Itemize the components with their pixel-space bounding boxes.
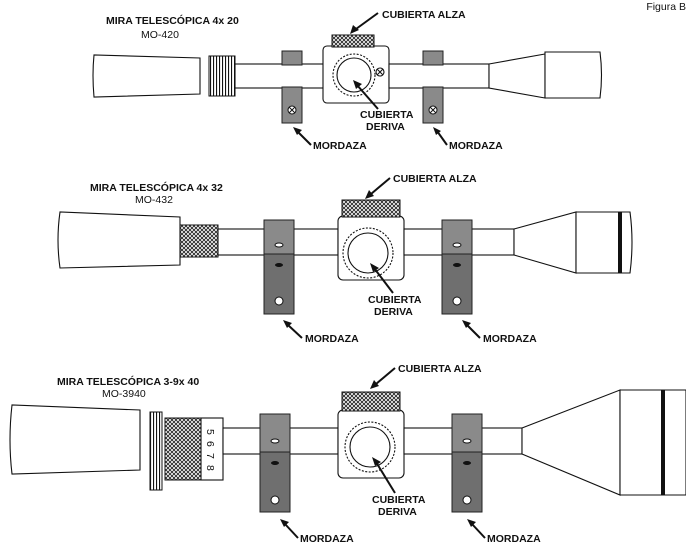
clamp-label-front: MORDAZA <box>449 140 503 152</box>
svg-text:8: 8 <box>204 465 216 471</box>
windage-cover-label-line2: DERIVA <box>374 306 413 318</box>
scope-model: MO-420 <box>141 29 179 41</box>
svg-text:6: 6 <box>204 441 216 447</box>
windage-cap <box>349 426 391 468</box>
elevation-cover-label: CUBIERTA ALZA <box>393 173 477 185</box>
ocular-bell <box>9 404 141 475</box>
clamp-label-rear: MORDAZA <box>300 533 354 545</box>
objective-bell <box>575 211 633 274</box>
elevation-cap <box>341 391 401 412</box>
objective-taper <box>513 211 577 274</box>
objective-taper <box>488 53 546 99</box>
clamp-front <box>441 219 473 315</box>
elevation-cap <box>341 199 401 218</box>
elevation-cover-label: CUBIERTA ALZA <box>382 9 466 21</box>
svg-text:5: 5 <box>204 429 216 435</box>
scope-mo-420: MIRA TELESCÓPICA 4x 20 MO-420 CUB <box>92 9 603 152</box>
figure-label: Figura B <box>646 1 686 13</box>
elevation-cover-label: CUBIERTA ALZA <box>398 363 482 375</box>
scope-title: MIRA TELESCÓPICA 4x 32 <box>90 181 223 194</box>
objective-band <box>618 212 622 273</box>
zoom-ring-edge <box>149 411 163 491</box>
windage-cover-label-line1: CUBIERTA <box>368 294 422 306</box>
clamp-rear <box>259 413 291 513</box>
objective-taper <box>521 389 621 496</box>
windage-cover-label-line2: DERIVA <box>378 506 417 518</box>
clamp-front <box>422 50 444 124</box>
main-tube-rear <box>234 63 331 89</box>
windage-cover-label-line1: CUBIERTA <box>372 494 426 506</box>
scope-mo-432: MIRA TELESCÓPICA 4x 32 MO-432 CUBIERTA A… <box>57 173 633 345</box>
focus-ring <box>208 55 236 97</box>
windage-cap <box>347 232 389 274</box>
main-tube-front <box>388 63 490 89</box>
scope-mo-3940: MIRA TELESCÓPICA 3-9x 40 MO-3940 5 6 7 8 <box>9 363 686 545</box>
zoom-marks: 5 6 7 8 <box>204 429 216 471</box>
clamp-label-front: MORDAZA <box>487 533 541 545</box>
objective-band <box>661 390 665 495</box>
windage-cover-label-line2: DERIVA <box>366 121 405 133</box>
objective-bell <box>619 389 686 496</box>
clamp-label-rear: MORDAZA <box>305 333 359 345</box>
objective-bell <box>544 51 603 99</box>
clamp-front <box>451 413 483 513</box>
zoom-ring <box>164 417 202 481</box>
windage-cap <box>336 57 372 93</box>
focus-ring <box>179 224 219 258</box>
clamp-rear <box>263 219 295 315</box>
elevation-cap <box>331 34 375 48</box>
scope-model: MO-432 <box>135 194 173 206</box>
scope-title: MIRA TELESCÓPICA 4x 20 <box>106 14 239 27</box>
clamp-label-front: MORDAZA <box>483 333 537 345</box>
svg-text:7: 7 <box>204 453 216 459</box>
windage-cover-label-line1: CUBIERTA <box>360 109 414 121</box>
ocular-bell <box>57 211 181 269</box>
ocular-bell <box>92 54 201 98</box>
scope-title: MIRA TELESCÓPICA 3-9x 40 <box>57 375 199 388</box>
clamp-rear <box>281 50 303 124</box>
clamp-label-rear: MORDAZA <box>313 140 367 152</box>
scope-model: MO-3940 <box>102 388 146 400</box>
